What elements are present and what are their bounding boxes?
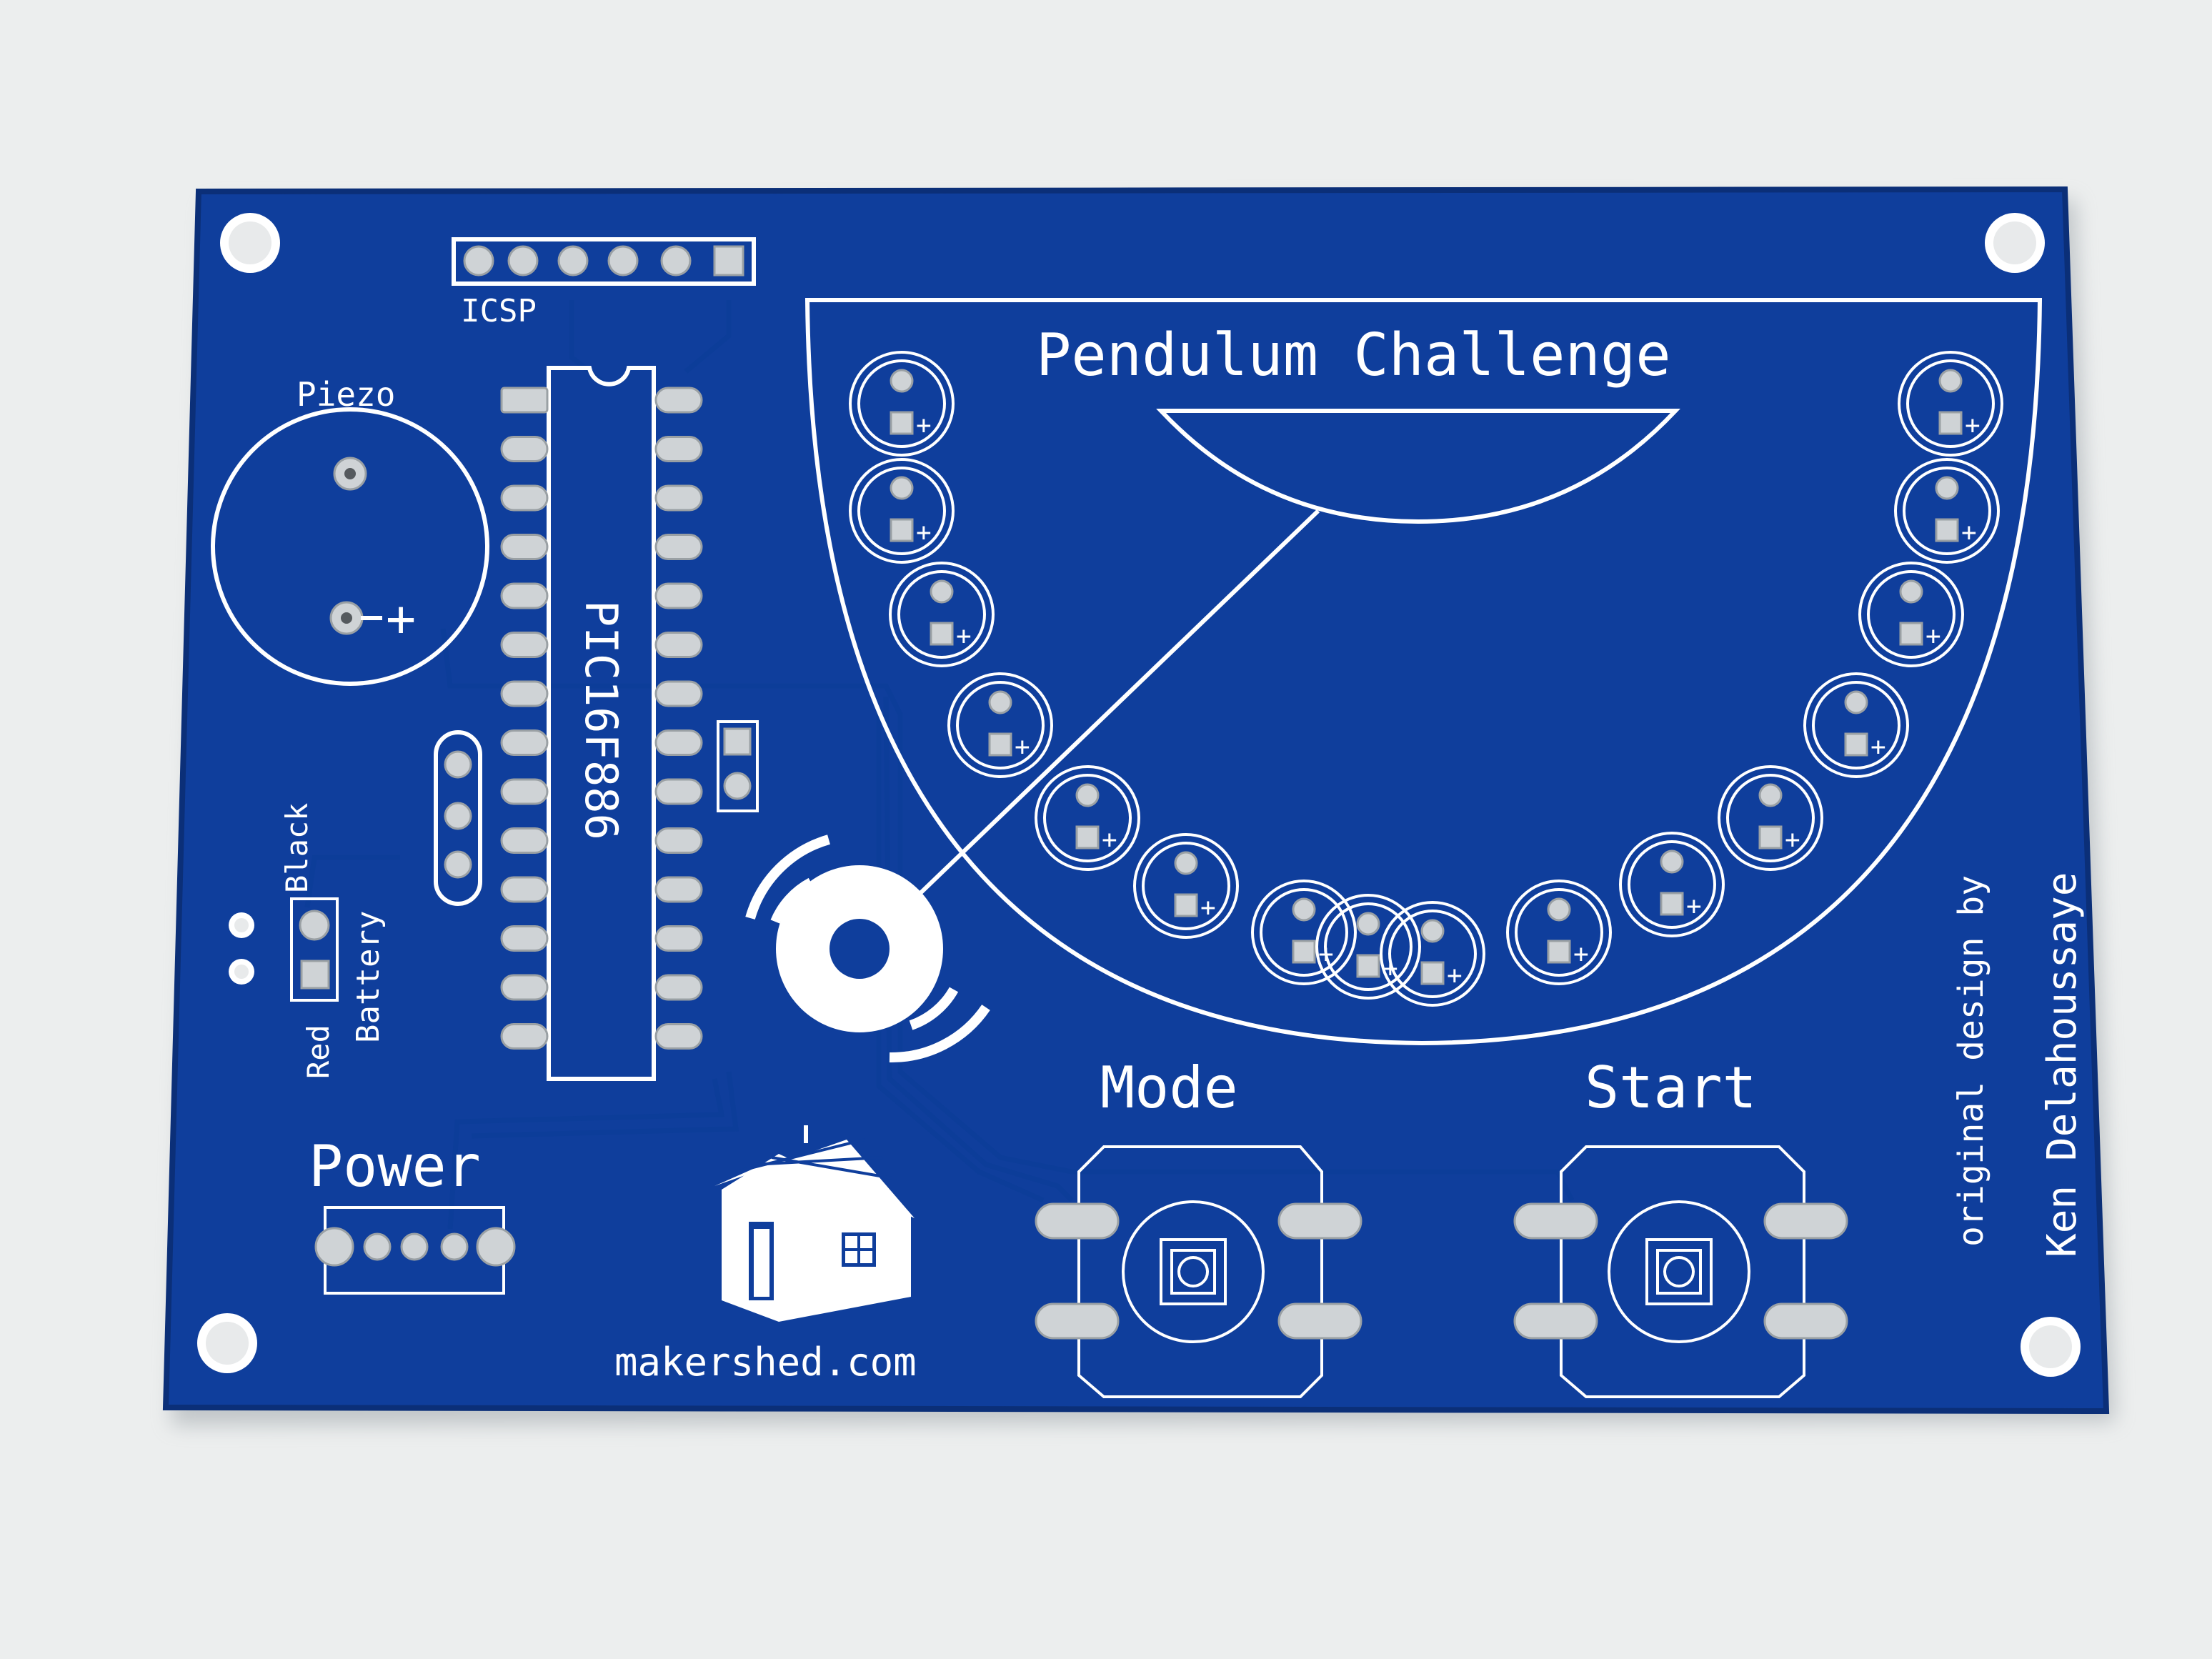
led-plus-sign: + xyxy=(1015,732,1030,762)
pendulum-graphic xyxy=(915,409,1680,899)
chip-pin xyxy=(654,974,703,1001)
chip-pin xyxy=(654,778,703,805)
chip-pin xyxy=(500,974,549,1001)
led-footprint: + xyxy=(1133,833,1239,939)
shed-icon xyxy=(714,1125,915,1322)
chip-pin xyxy=(500,484,549,512)
chip-pin xyxy=(500,876,549,903)
start-label: Start xyxy=(1585,1055,1757,1121)
chip-pin xyxy=(654,582,703,609)
chip-label: PIC16F886 xyxy=(575,600,627,840)
mounting-holes xyxy=(197,213,2081,1377)
battery-label: Battery xyxy=(350,911,387,1043)
start-button-footprint xyxy=(1513,1145,1848,1398)
led-plus-sign: + xyxy=(1102,825,1117,855)
red-wire-label: Red xyxy=(301,1025,336,1079)
chip-pin xyxy=(654,484,703,512)
regulator-footprint xyxy=(434,730,482,906)
led-plus-sign: + xyxy=(1686,892,1702,921)
pendulum-arc-outline xyxy=(804,298,2043,1046)
led-plus-sign: + xyxy=(1447,961,1463,990)
chip-pin xyxy=(500,387,549,414)
chip-pin xyxy=(500,827,549,854)
piezo-plus-sign: + xyxy=(386,589,416,648)
led-footprint: + xyxy=(1506,880,1612,985)
led-plus-sign: + xyxy=(916,411,932,440)
chip-pin xyxy=(654,632,703,658)
board-title: Pendulum Challenge xyxy=(1036,322,1671,389)
website-label: makershed.com xyxy=(614,1340,917,1385)
chip-pin xyxy=(654,827,703,854)
led-plus-sign: + xyxy=(956,622,972,651)
mode-label: Mode xyxy=(1100,1055,1238,1121)
led-footprints: ++++++++++++++++ xyxy=(849,351,2003,1007)
led-footprint: + xyxy=(849,458,955,564)
chip-pin xyxy=(500,778,549,805)
led-footprint: + xyxy=(1858,562,1964,667)
chip-pin xyxy=(654,876,703,903)
chip-pin xyxy=(654,436,703,462)
icsp-header xyxy=(452,237,756,286)
battery-connector xyxy=(229,897,339,1002)
led-plus-sign: + xyxy=(1925,622,1941,651)
chip-pin xyxy=(500,729,549,756)
led-footprint: + xyxy=(1035,765,1140,871)
led-plus-sign: + xyxy=(1785,825,1800,855)
chip-pin xyxy=(500,632,549,658)
credit-line-1: original design by xyxy=(1951,875,1991,1247)
led-plus-sign: + xyxy=(1573,940,1589,969)
chip-pin xyxy=(654,1023,703,1050)
radio-waves-icon xyxy=(745,835,990,1063)
capacitor-footprint xyxy=(717,720,759,812)
led-footprint: + xyxy=(1894,458,2000,564)
led-footprint: + xyxy=(1898,351,2003,457)
chip-pin xyxy=(500,925,549,952)
power-switch-footprint xyxy=(314,1206,516,1295)
mode-button-footprint xyxy=(1035,1145,1362,1398)
chip-pin xyxy=(500,680,549,707)
chip-pin xyxy=(654,387,703,414)
led-footprint: + xyxy=(1380,901,1485,1007)
chip-pin xyxy=(654,534,703,560)
chip-pin xyxy=(500,534,549,560)
led-footprint: + xyxy=(1718,765,1823,871)
led-footprint: + xyxy=(1619,832,1725,937)
led-plus-sign: + xyxy=(1200,893,1216,922)
pic-chip-footprint xyxy=(500,366,703,1081)
led-plus-sign: + xyxy=(1965,411,1981,440)
chip-pin xyxy=(500,436,549,462)
led-footprint: + xyxy=(1803,672,1909,778)
chip-pin xyxy=(654,925,703,952)
icsp-label: ICSP xyxy=(461,293,537,329)
led-plus-sign: + xyxy=(916,518,932,547)
credit-line-2: Ken Delahoussaye xyxy=(2039,872,2086,1257)
chip-pin xyxy=(500,1023,549,1050)
power-label: Power xyxy=(309,1133,481,1200)
piezo-footprint xyxy=(211,407,489,686)
chip-pin xyxy=(654,680,703,707)
chip-pin xyxy=(500,582,549,609)
black-wire-label: Black xyxy=(279,803,314,893)
led-plus-sign: + xyxy=(1961,518,1977,547)
led-footprint: + xyxy=(889,562,995,667)
led-footprint: + xyxy=(849,351,955,457)
chip-pin xyxy=(654,729,703,756)
piezo-label: Piezo xyxy=(297,375,395,414)
led-footprint: + xyxy=(947,672,1053,778)
led-plus-sign: + xyxy=(1870,732,1886,762)
